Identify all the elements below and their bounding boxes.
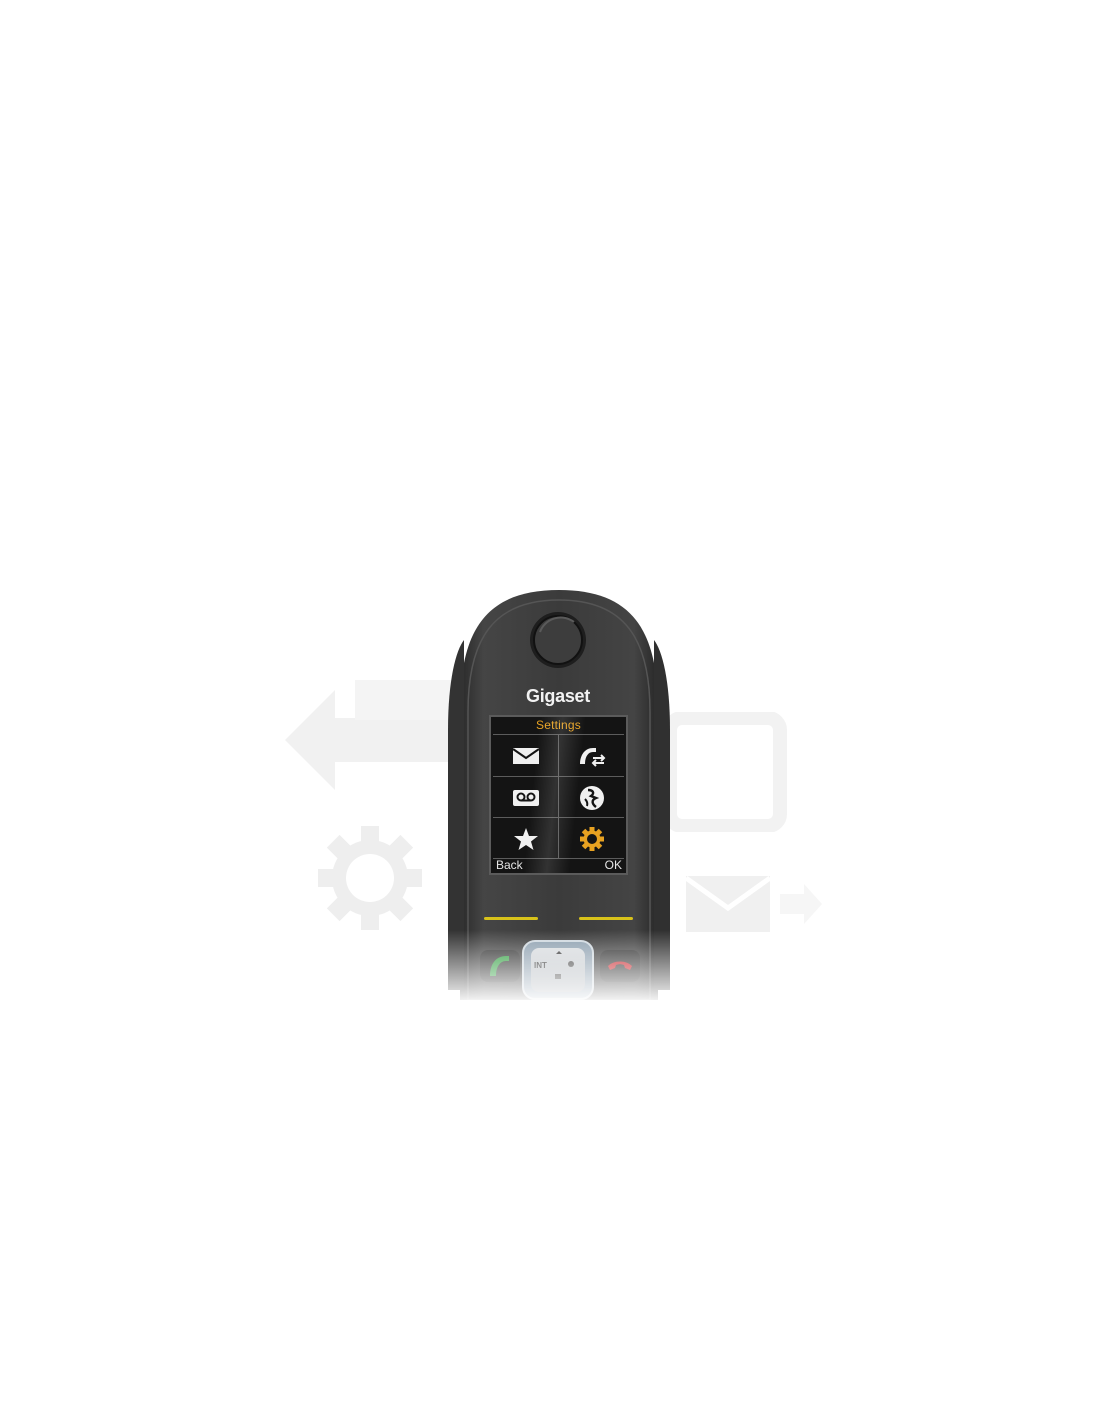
- voicemail-icon: [512, 789, 539, 806]
- right-display-key[interactable]: [579, 917, 633, 920]
- envelope-icon: [511, 747, 540, 764]
- menu-title: Settings: [536, 718, 581, 732]
- menu-item-voicemail[interactable]: [493, 777, 558, 818]
- menu-item-call-list[interactable]: [559, 735, 624, 776]
- earpiece-button: [530, 612, 586, 668]
- int-key-label: INT: [534, 961, 547, 970]
- menu-item-favourites[interactable]: [493, 818, 558, 859]
- menu-item-settings[interactable]: [559, 818, 624, 859]
- softkey-ok[interactable]: OK: [604, 858, 622, 872]
- softkey-back[interactable]: Back: [496, 858, 523, 872]
- menu-grid: [493, 734, 624, 859]
- end-call-key[interactable]: [600, 950, 640, 982]
- call-key[interactable]: [480, 950, 520, 982]
- navigation-key[interactable]: [522, 940, 594, 1000]
- menu-item-messages[interactable]: [493, 735, 558, 776]
- handset-display: Settings: [489, 715, 628, 875]
- star-icon: [513, 827, 538, 850]
- call-transfer-icon: [579, 747, 605, 767]
- time-zone-icon: [579, 785, 604, 810]
- menu-item-internet-services[interactable]: [559, 777, 624, 818]
- left-display-key[interactable]: [484, 917, 538, 920]
- background-gear-icon: [318, 826, 422, 930]
- brand-logo: Gigaset: [526, 686, 590, 706]
- gear-icon: [579, 826, 604, 851]
- background-envelope-icon: [684, 875, 822, 932]
